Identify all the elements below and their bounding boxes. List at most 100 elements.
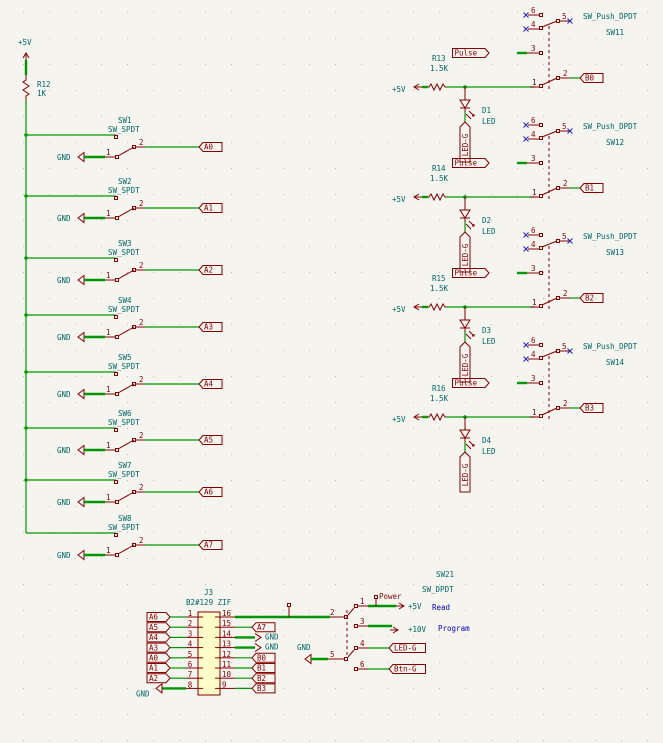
gnd-label: GND	[297, 643, 311, 652]
grid-dot	[361, 740, 362, 741]
push-switch-group[interactable]: SW_Push_DPDTSW14R161.5K+5V645Pulse312B3D…	[392, 336, 638, 493]
grid-dot	[465, 64, 466, 65]
global-label[interactable]: A0	[198, 142, 223, 152]
grid-dot	[101, 12, 102, 13]
global-label[interactable]: A5	[146, 622, 171, 633]
global-label[interactable]: Pulse	[452, 378, 490, 388]
push-switch-group[interactable]: SW_Push_DPDTSW13R151.5K+5V645Pulse312B2D…	[392, 226, 638, 383]
global-label[interactable]: A2	[198, 265, 223, 275]
grid-dot	[49, 558, 50, 559]
grid-dot	[75, 584, 76, 585]
global-label[interactable]: A7	[251, 622, 276, 633]
global-label[interactable]: A0	[146, 652, 171, 663]
pin-num: 5	[330, 650, 335, 659]
grid-dot	[309, 324, 310, 325]
grid-dot	[439, 12, 440, 13]
global-label[interactable]: A6	[198, 487, 223, 497]
pin-end	[132, 206, 136, 210]
pin-num: 4	[188, 640, 193, 649]
grid-dot	[465, 506, 466, 507]
label-outline	[459, 231, 471, 273]
nc-line	[523, 232, 529, 238]
push-switch-group[interactable]: SW_Push_DPDTSW12R141.5K+5V645Pulse312B1D…	[392, 116, 638, 273]
grid-dot	[205, 428, 206, 429]
global-label[interactable]: LED-G	[459, 121, 471, 163]
resistor-value: 1.5K	[430, 174, 449, 183]
global-label[interactable]: A2	[146, 673, 171, 684]
global-label[interactable]: Pulse	[452, 158, 490, 168]
global-label[interactable]: B0	[251, 652, 276, 663]
grid-dot	[127, 480, 128, 481]
pin-end	[132, 268, 136, 272]
global-label[interactable]: LED-G	[459, 231, 471, 273]
global-label[interactable]: B2	[579, 293, 604, 303]
grid-dot	[257, 584, 258, 585]
grid-dot	[101, 90, 102, 91]
global-label[interactable]: A3	[146, 642, 171, 653]
pin-num: 6	[531, 226, 536, 235]
grid-dot	[491, 194, 492, 195]
global-label[interactable]: A5	[198, 435, 223, 445]
grid-dot	[465, 740, 466, 741]
global-label[interactable]: A6	[146, 612, 171, 622]
label-outline	[388, 643, 426, 653]
grid-dot	[179, 532, 180, 533]
connector-pin-left: 4 A3	[146, 640, 203, 653]
grid-dot	[257, 90, 258, 91]
grid-dot	[153, 636, 154, 637]
global-label[interactable]: LED-G	[388, 643, 426, 653]
pin-num: 4	[531, 240, 536, 249]
grid-dot	[569, 168, 570, 169]
global-label[interactable]: LED-G	[459, 451, 471, 493]
pin-num: 1	[106, 271, 111, 280]
grid-dot	[205, 506, 206, 507]
push-switch-group[interactable]: SW_Push_DPDTSW11R131.5K+5V645Pulse312B0D…	[392, 6, 638, 163]
pin-end	[114, 428, 118, 432]
grid-dot	[283, 662, 284, 663]
grid-dot	[283, 168, 284, 169]
global-label[interactable]: A7	[198, 540, 223, 550]
pin-end	[114, 372, 118, 376]
global-label[interactable]: B2	[251, 673, 276, 684]
switch-value: SW_SPDT	[108, 125, 140, 134]
global-label[interactable]: A3	[198, 322, 223, 332]
global-label[interactable]: Btn-G	[388, 664, 426, 674]
global-label[interactable]: A4	[198, 379, 223, 389]
global-label[interactable]: A1	[146, 663, 171, 673]
global-label[interactable]: Pulse	[452, 48, 490, 58]
global-label[interactable]: A1	[198, 203, 223, 213]
grid-dot	[179, 558, 180, 559]
grid-dot	[257, 350, 258, 351]
global-label[interactable]: B1	[251, 663, 276, 673]
global-label[interactable]: B0	[579, 73, 604, 83]
grid-dot	[127, 298, 128, 299]
grid-dot	[23, 116, 24, 117]
switch-lever	[347, 649, 355, 658]
grid-dot	[491, 350, 492, 351]
global-label[interactable]: B3	[251, 683, 276, 694]
global-label[interactable]: B1	[579, 183, 604, 193]
grid-dot	[361, 298, 362, 299]
grid-dot	[49, 38, 50, 39]
global-label[interactable]: B3	[579, 403, 604, 413]
grid-dot	[361, 142, 362, 143]
grid-dot	[439, 558, 440, 559]
connector-pin-left: 1A6	[146, 609, 203, 622]
global-label[interactable]: Pulse	[452, 268, 490, 278]
connector-pin-left: 2A5	[146, 619, 203, 633]
global-label[interactable]: A4	[146, 632, 171, 643]
grid-dot	[621, 298, 622, 299]
label-outline	[579, 73, 604, 83]
global-label[interactable]: LED-G	[459, 341, 471, 383]
grid-dot	[23, 168, 24, 169]
